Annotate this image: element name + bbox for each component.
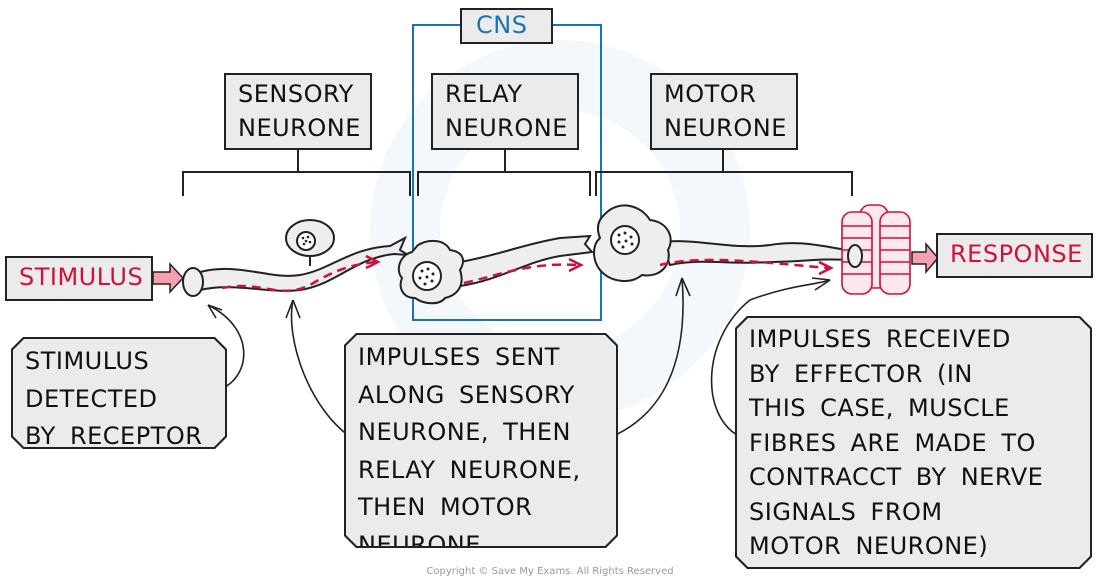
note-effector: IMPULSES RECEIVED BY EFFECTOR (IN THIS C… bbox=[735, 316, 1092, 569]
motor-neurone-label: MOTOR NEURONE bbox=[650, 73, 798, 150]
note-impulses-sent-text: IMPULSES SENT ALONG SENSORY NEURONE, THE… bbox=[346, 335, 616, 546]
sensory-neurone-label: SENSORY NEURONE bbox=[224, 73, 372, 150]
neurone-brackets bbox=[182, 150, 853, 196]
note-stimulus-detected: STIMULUS DETECTED BY RECEPTOR bbox=[11, 337, 227, 449]
relay-neurone-drawing bbox=[397, 234, 594, 305]
cns-boundary bbox=[412, 24, 602, 321]
response-label: RESPONSE bbox=[936, 233, 1093, 278]
cns-label: CNS bbox=[460, 8, 553, 44]
note-effector-text: IMPULSES RECEIVED BY EFFECTOR (IN THIS C… bbox=[737, 318, 1090, 567]
note-stimulus-detected-text: STIMULUS DETECTED BY RECEPTOR bbox=[13, 339, 225, 447]
copyright-text: Copyright © Save My Exams. All Rights Re… bbox=[426, 566, 674, 577]
relay-nucleus-dots bbox=[418, 267, 435, 286]
motor-nucleus-dots bbox=[617, 231, 634, 249]
relay-neurone-label: RELAY NEURONE bbox=[431, 73, 579, 150]
stimulus-label: STIMULUS bbox=[5, 256, 153, 301]
note-impulses-sent: IMPULSES SENT ALONG SENSORY NEURONE, THE… bbox=[344, 333, 618, 548]
stimulus-arrow-icon bbox=[152, 262, 185, 294]
motor-end-plate bbox=[847, 244, 863, 268]
impulse-arrowheads bbox=[365, 254, 834, 276]
sensory-nucleus-dots bbox=[301, 235, 312, 246]
response-arrow-icon bbox=[911, 241, 939, 275]
impulse-path-arrows bbox=[221, 258, 829, 292]
note-pointer-lines bbox=[207, 277, 831, 439]
